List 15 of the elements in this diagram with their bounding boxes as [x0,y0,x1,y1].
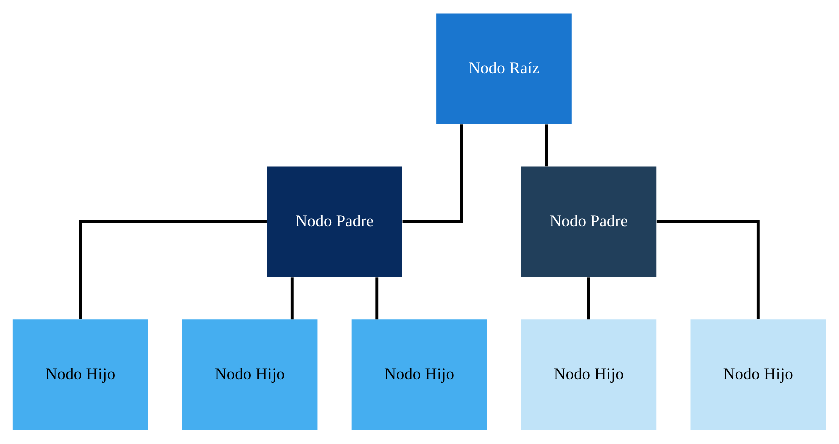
node-box: Nodo Padre [521,166,657,278]
node-box: Nodo Padre [267,166,402,278]
node-box: Nodo Hijo [352,320,488,430]
node-box: Nodo Raíz [436,14,572,124]
connector [402,124,464,224]
node-box: Nodo Hijo [182,320,318,430]
connector [656,220,760,320]
connector [376,278,379,320]
connector [290,278,294,320]
node-box: Nodo Hijo [12,320,148,430]
node-box: Nodo Hijo [521,320,657,430]
connector [79,220,267,320]
connector [545,124,548,167]
node-box: Nodo Hijo [690,320,826,430]
connector [588,278,590,320]
